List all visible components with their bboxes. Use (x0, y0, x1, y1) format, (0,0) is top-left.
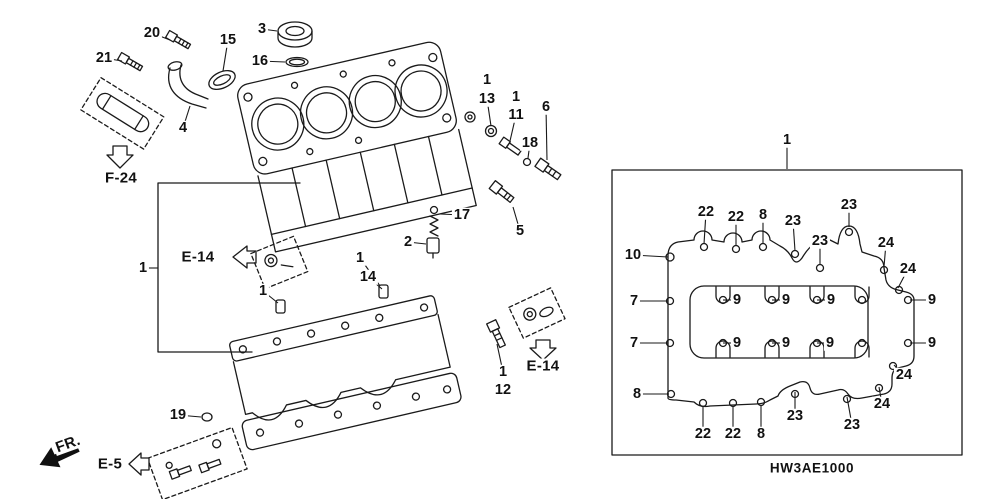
oil-filler-cap (277, 21, 313, 48)
bolt-set-ref-box (146, 426, 248, 499)
gasket-outline (667, 225, 915, 408)
pipe-gasket (208, 69, 236, 91)
hose-ref-box (80, 77, 165, 150)
cap-o-ring (285, 56, 309, 68)
dowel-pin-14 (378, 284, 389, 299)
relief-valve (426, 205, 440, 259)
gasket-panel (611, 169, 963, 456)
bolt-11 (498, 136, 522, 156)
sensor-5 (488, 180, 515, 204)
diagram-code: HW3AE1000 (767, 460, 857, 476)
plug-19 (201, 412, 213, 422)
cylinder-block-upper (237, 41, 477, 253)
bolt-21 (116, 51, 144, 72)
washer-small (464, 111, 476, 123)
f24-arrow-icon (106, 145, 134, 169)
e5-arrow-icon (128, 452, 150, 476)
cylinder-block-lower (229, 295, 462, 451)
washer-18 (522, 157, 532, 167)
e14-lower-arrow-icon (529, 339, 557, 361)
bolt-12 (486, 319, 506, 349)
oil-jet-ref-box (250, 235, 309, 290)
water-pipe (167, 61, 209, 109)
e14-upper-arrow-icon (232, 245, 257, 269)
dowel-pin (275, 299, 286, 314)
sensor-6 (534, 157, 562, 181)
washer-ref-box (508, 287, 566, 339)
